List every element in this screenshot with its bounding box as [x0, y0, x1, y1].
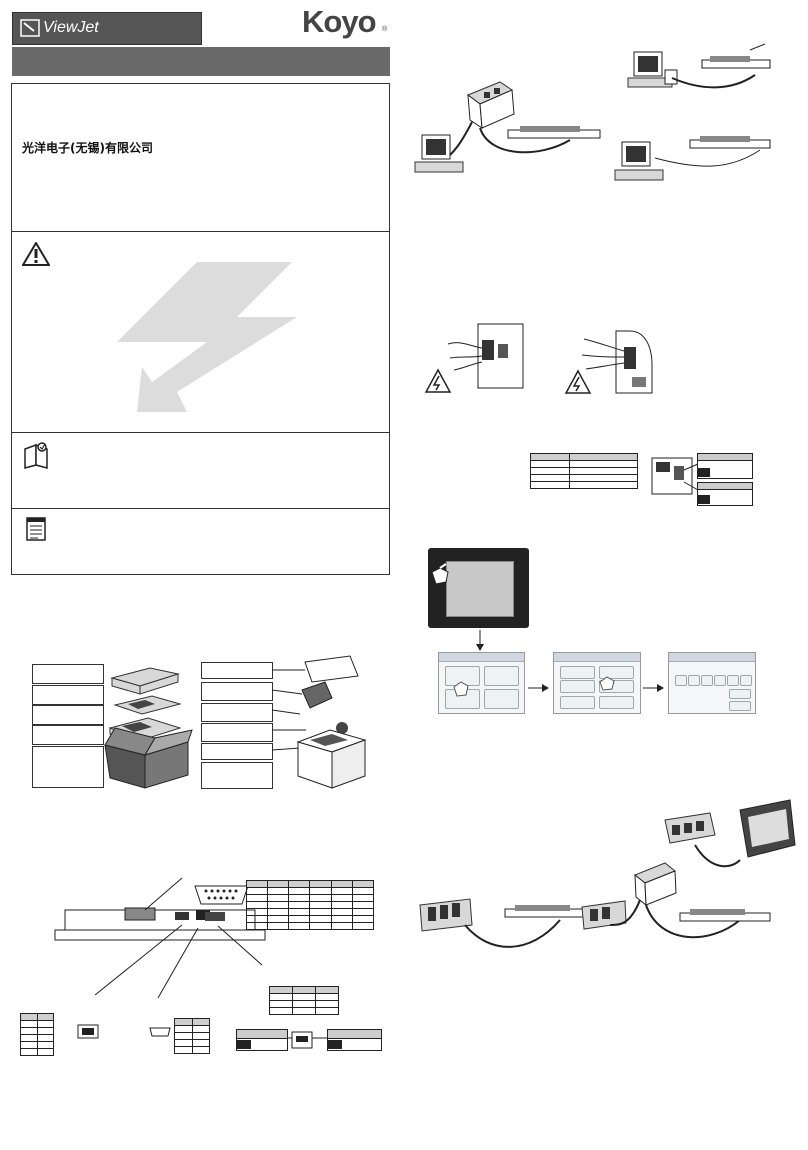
label-box-8	[201, 703, 273, 722]
warning-section	[12, 232, 389, 433]
label-box-6	[201, 662, 273, 679]
label-box-3	[32, 705, 104, 725]
title-bar	[12, 47, 390, 76]
arrow-down	[476, 630, 484, 651]
pc-left	[414, 134, 464, 173]
electric-shock-icon	[424, 368, 452, 393]
power-wiring-right	[564, 330, 653, 394]
touch-hand-icon	[453, 681, 469, 697]
label-box-5	[32, 746, 104, 788]
product-logo-text: ViewJet	[43, 19, 99, 36]
label-box-1	[32, 664, 104, 684]
arrow-right-1	[528, 684, 549, 692]
db15-pinout-table	[245, 880, 375, 930]
label-box-4	[32, 725, 104, 745]
plc-left	[419, 898, 591, 948]
hmi-panel-front	[428, 548, 529, 628]
clock-screen	[668, 652, 756, 714]
viewjet-logo-banner: ViewJet	[12, 12, 202, 45]
info-panel: 光洋电子(无锡)有限公司	[11, 83, 390, 575]
switch-location-diagram	[651, 457, 699, 495]
packaging-box-illustration	[104, 667, 193, 789]
switch-legend-2	[697, 482, 753, 506]
label-box-11	[201, 762, 273, 789]
settings-screen	[553, 652, 641, 714]
usb-b-pinout-table	[20, 1013, 54, 1056]
memo-icon	[26, 517, 46, 541]
switch-legend-1	[697, 453, 753, 479]
memo-section	[12, 509, 389, 573]
rear-ports-diagram	[54, 877, 330, 1049]
main-menu-screen	[438, 652, 525, 714]
rj45-led-legend-right	[327, 1029, 382, 1051]
label-box-9	[201, 723, 273, 742]
switch-table	[530, 453, 638, 489]
book-note-icon	[24, 442, 48, 469]
plc-connection-diagram	[419, 799, 796, 948]
electric-shock-icon	[564, 369, 592, 394]
mini-usb-pinout-table	[174, 1018, 210, 1054]
viewjet-logo-icon	[20, 19, 40, 37]
plc-top-right	[664, 799, 796, 868]
rj45-table-top	[269, 986, 339, 1015]
plc-hub-group	[581, 862, 771, 939]
pc-usb-direct	[627, 43, 771, 89]
label-box-10	[201, 743, 273, 760]
koyo-logo: Koyo ®	[302, 4, 388, 39]
label-box-2	[32, 685, 104, 705]
panel-left	[507, 126, 601, 139]
power-wiring-left	[424, 323, 524, 393]
touch-hand-icon	[431, 563, 449, 585]
brand-logo-text: Koyo	[302, 4, 376, 39]
accessories-illustration	[271, 655, 367, 789]
ethernet-hub	[449, 81, 571, 156]
arrow-right-2	[643, 684, 664, 692]
touch-hand-icon	[599, 676, 615, 691]
label-box-7	[201, 682, 273, 701]
pc-connection-diagram	[414, 43, 771, 181]
company-section: 光洋电子(无锡)有限公司	[12, 84, 389, 232]
rj45-led-legend-left	[236, 1029, 288, 1051]
warning-triangle-icon	[22, 242, 50, 266]
company-name: 光洋电子(无锡)有限公司	[22, 141, 153, 155]
pc-serial	[614, 136, 771, 181]
note-section	[12, 433, 389, 509]
lightning-watermark	[117, 262, 297, 412]
